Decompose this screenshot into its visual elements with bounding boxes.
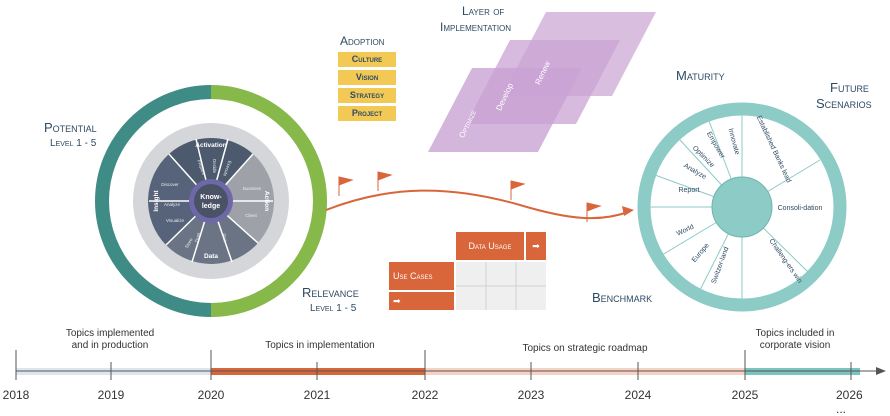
benchmark-title: Benchmark	[592, 290, 653, 305]
flag-icon	[338, 176, 354, 196]
layer-title-2: Implementation	[440, 20, 512, 34]
potential-ring	[95, 85, 212, 317]
layer-optimize	[428, 68, 582, 152]
year-2022: 2022	[411, 388, 439, 402]
prepare-label: Prepare	[196, 159, 206, 176]
maturity-title: Maturity	[676, 68, 725, 83]
caption-roadmap: Topics on strategic roadmap	[522, 343, 648, 354]
year-2021: 2021	[303, 388, 331, 402]
year-2025: 2025	[731, 388, 759, 402]
report-label: Report	[678, 187, 699, 194]
caption-implemented-line2: and in production	[71, 340, 149, 351]
timeline-arrow-icon	[876, 367, 886, 375]
action-section	[211, 154, 275, 243]
caption-in-implementation: Topics in implementation	[265, 340, 375, 351]
flag-icon	[510, 180, 526, 200]
year-2018: 2018	[2, 388, 30, 402]
year-2019: 2019	[97, 388, 125, 402]
year-2020: 2020	[197, 388, 225, 402]
store-label: Store	[184, 237, 194, 249]
use-cases-arrow-box	[389, 292, 454, 310]
timeline	[15, 350, 886, 380]
insight-section	[148, 154, 211, 245]
activation-section	[169, 137, 253, 201]
adoption-project: Project	[338, 106, 396, 121]
arrow-head-icon	[622, 206, 634, 216]
flag-icon	[377, 171, 393, 191]
knowledge-label-1: Know-	[200, 194, 222, 201]
activation-label: Activation	[195, 142, 226, 149]
business-label: Business	[243, 186, 262, 191]
layer-title-1: Layer of	[462, 4, 505, 18]
year-2024: 2024	[624, 388, 652, 402]
year-2026: 2026 ...	[836, 388, 863, 416]
use-cases-box	[389, 262, 454, 290]
implementation-layers: Optimize Develop Renew	[428, 12, 656, 152]
decide-label: Decide	[212, 159, 217, 174]
trust-label: Trust	[194, 231, 202, 243]
risk-label: Risk	[221, 233, 228, 243]
discover-label: Discover	[161, 182, 179, 187]
caption-vision-line1: Topics included in	[755, 328, 835, 339]
action-label: Action	[263, 191, 270, 211]
data-usage-arrow-box	[526, 232, 546, 260]
use-cases-arrow-icon: ➡	[393, 297, 401, 307]
caption-vision: Topics included in corporate vision	[740, 328, 850, 352]
knowledge-wheel: Know- ledge Activation Action Data Insig…	[95, 85, 327, 317]
future-title-1: Future	[830, 80, 869, 95]
data-usage-box	[456, 232, 524, 260]
progress-flags	[338, 171, 602, 222]
flag-icon	[586, 202, 602, 222]
caption-implemented-line1: Topics implemented	[65, 328, 155, 339]
potential-level: Level 1 - 5	[50, 138, 97, 149]
relevance-title: Relevance	[302, 285, 359, 300]
progress-arrow	[325, 189, 629, 220]
maturity-core	[711, 176, 773, 238]
adoption-strategy: Strategy	[338, 88, 396, 103]
adoption-culture: Culture	[338, 52, 396, 67]
execute-label: Execute	[222, 160, 232, 177]
adoption-title: Adoption	[340, 34, 385, 48]
data-usage-arrow-icon: ➡	[532, 242, 540, 252]
year-2023: 2023	[517, 388, 545, 402]
insight-label: Insight	[153, 190, 160, 212]
knowledge-label-2: ledge	[202, 203, 220, 210]
data-usage-label: Data Usage	[469, 241, 512, 251]
caption-vision-line2: corporate vision	[759, 340, 831, 351]
potential-title: Potential	[44, 120, 97, 135]
visualize-label: Visualize	[166, 218, 184, 223]
data-section	[166, 201, 258, 264]
diagram-canvas: Know- ledge Activation Action Data Insig…	[15, 12, 886, 380]
maturity-wheel: Innovate Empower Optimize Analyze Report…	[637, 102, 847, 312]
use-case-matrix: Data Usage ➡ Use Cases ➡	[389, 232, 546, 310]
future-title-2: Scenarios	[816, 96, 872, 111]
client-label: Client	[245, 213, 257, 218]
relevance-level: Level 1 - 5	[310, 303, 357, 314]
caption-implemented: Topics implemented and in production	[54, 328, 166, 352]
consolidation-label: Consoli-dation	[778, 205, 823, 212]
data-label: Data	[204, 253, 218, 260]
analyze-label: Analyze	[164, 202, 181, 207]
use-cases-label: Use Cases	[393, 271, 433, 281]
adoption-vision: Vision	[338, 70, 396, 85]
relevance-ring	[210, 85, 327, 317]
